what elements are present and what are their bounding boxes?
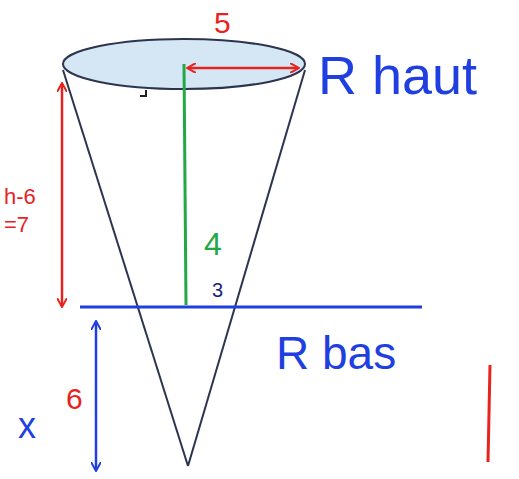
radius-label: 5 bbox=[214, 8, 231, 38]
height-value: =7 bbox=[4, 214, 29, 236]
radius-name: R bas bbox=[276, 330, 396, 376]
radius-name: R haut bbox=[318, 48, 477, 102]
height-value: 6 bbox=[66, 384, 83, 414]
height-variable: x bbox=[18, 408, 36, 444]
height-label: h-6 bbox=[4, 186, 36, 208]
axis-label: 4 bbox=[204, 228, 222, 260]
radius-label: 3 bbox=[212, 280, 223, 300]
